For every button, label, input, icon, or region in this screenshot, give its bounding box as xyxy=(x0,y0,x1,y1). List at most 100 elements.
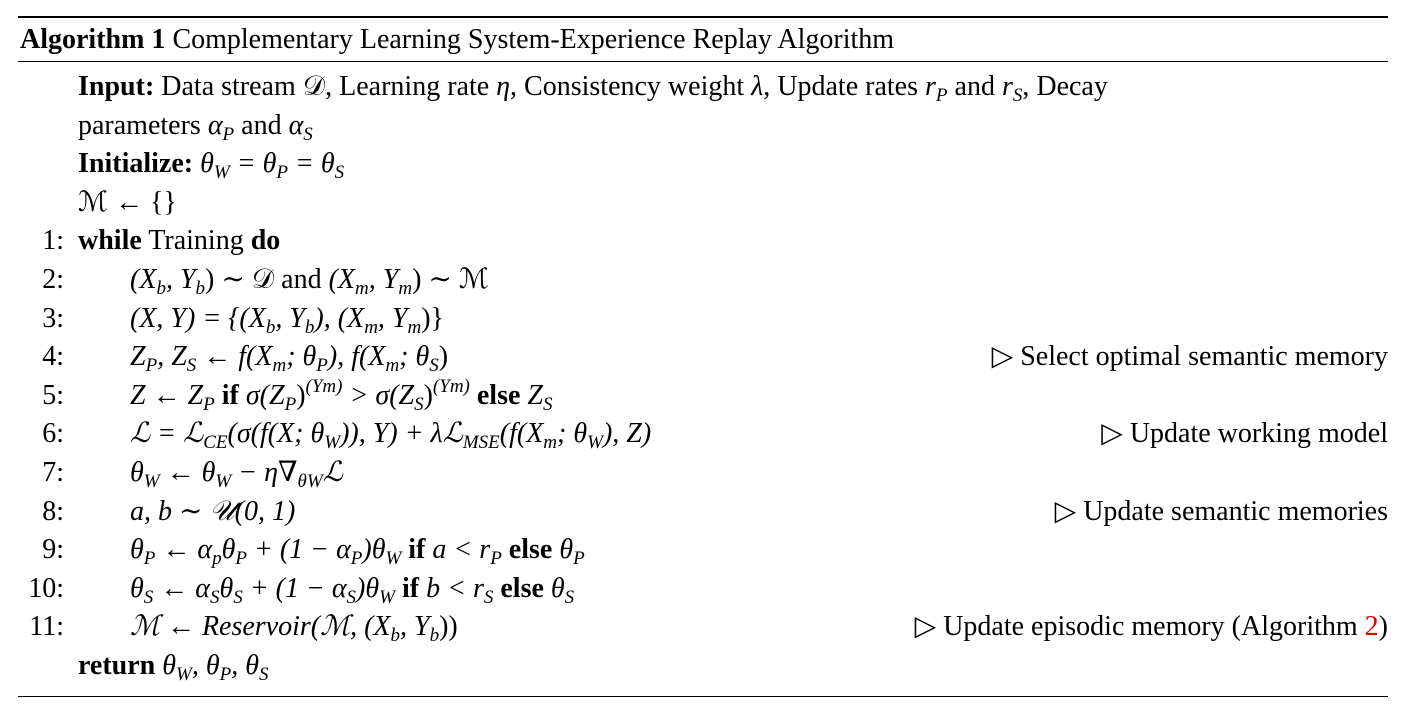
expression-part: P xyxy=(276,162,288,184)
expression-part: θ xyxy=(193,148,214,180)
expression-part: ) xyxy=(423,379,433,411)
expression-part: ℒ xyxy=(322,456,343,488)
expression-part: , Y xyxy=(368,263,399,295)
expression-part: S xyxy=(209,586,220,608)
expression-part: (σ(f(X; θ xyxy=(227,418,325,450)
keyword: while xyxy=(78,225,142,257)
expression-part: Data stream xyxy=(154,71,303,102)
algorithm-label: Algorithm 1 xyxy=(20,24,166,55)
expression-part: b xyxy=(390,625,401,647)
expression-part: a, b ∼ 𝒰(0, 1) xyxy=(130,495,296,527)
keyword: return xyxy=(78,649,156,681)
expression-part: θ xyxy=(130,534,144,566)
keyword: if xyxy=(394,572,427,604)
expression-part: ← α xyxy=(153,572,210,604)
line-content: a, b ∼ 𝒰(0, 1) xyxy=(130,493,295,532)
expression-part: P xyxy=(219,663,232,685)
expression-part: Z xyxy=(130,341,146,373)
keyword: else xyxy=(501,534,560,566)
title-rule xyxy=(18,61,1388,62)
expression-part: P xyxy=(573,548,585,570)
expression-part: )), Y) + λℒ xyxy=(340,418,463,450)
algorithm-line: 8:a, b ∼ 𝒰(0, 1)▷ Update semantic memori… xyxy=(0,493,1388,532)
expression-part: )} xyxy=(421,302,444,334)
expression-part: θ xyxy=(559,534,574,566)
expression-part: , Y xyxy=(275,302,305,334)
expression-part: S xyxy=(1012,85,1023,106)
expression-part: , Y xyxy=(165,263,196,295)
expression-part: r xyxy=(1001,71,1013,102)
expression-part: ) xyxy=(438,341,449,373)
expression-part: Training xyxy=(141,225,251,257)
expression-part: ℳ ← {} xyxy=(78,186,177,218)
expression-part: (X xyxy=(130,263,157,295)
expression-part: m xyxy=(272,355,287,377)
expression-part: (Ym) xyxy=(432,375,470,397)
expression-part: S xyxy=(186,355,197,377)
line-number: 1: xyxy=(42,225,64,257)
expression-part: , Consistency weight xyxy=(510,71,752,102)
expression-part: θ xyxy=(130,456,144,488)
algorithm-line: 7:θW ← θW − η∇θWℒ xyxy=(0,454,1388,493)
expression-part: (X, Y) = {(X xyxy=(130,302,266,334)
line-number: 3: xyxy=(42,302,64,334)
expression-part: W xyxy=(587,432,603,454)
algorithm-line: 6:ℒ = ℒCE(σ(f(X; θW)), Y) + λℒMSE(f(Xm; … xyxy=(0,415,1388,454)
expression-part: θ xyxy=(221,534,236,566)
expression-part: P xyxy=(235,548,247,570)
line-number: 6: xyxy=(42,418,64,450)
line-content: (X, Y) = {(Xb, Yb), (Xm, Ym)} xyxy=(130,300,444,339)
line-number: 10: xyxy=(28,572,64,604)
expression-part: , Y xyxy=(400,611,430,643)
line-content: Input: Data stream 𝒟, Learning rate η, C… xyxy=(78,68,1108,107)
line-content: while Training do xyxy=(78,222,280,261)
expression-part: σ(Z xyxy=(245,379,285,411)
algorithm-line: 4:ZP, ZS ← f(Xm; θP), f(Xm; θS)▷ Select … xyxy=(0,338,1388,377)
expression-part: P xyxy=(143,548,156,570)
expression-part: S xyxy=(303,123,313,145)
algorithm-line: parameters αP and αS xyxy=(0,107,1388,146)
expression-part: CE xyxy=(203,432,228,454)
expression-part: S xyxy=(334,162,345,184)
expression-part: , θ xyxy=(191,649,220,681)
line-content: ℳ ← {} xyxy=(78,184,177,223)
expression-part: − η∇ xyxy=(231,456,298,488)
expression-part: Z ← Z xyxy=(130,379,204,411)
expression-part: θ xyxy=(155,649,177,681)
keyword: Initialize: xyxy=(78,148,194,180)
line-comment: ▷ Select optimal semantic memory xyxy=(992,338,1388,377)
line-content: ℒ = ℒCE(σ(f(X; θW)), Y) + λℒMSE(f(Xm; θW… xyxy=(130,415,651,454)
expression-part: ) xyxy=(296,379,306,411)
expression-part: α xyxy=(288,109,304,141)
line-number: 9: xyxy=(42,534,64,566)
expression-part: , Decay xyxy=(1022,71,1108,102)
expression-part: W xyxy=(215,470,232,492)
expression-part: W xyxy=(213,162,230,184)
expression-part: (Ym) xyxy=(305,375,343,397)
expression-part: ) ∼ 𝒟 xyxy=(205,263,275,295)
expression-part: )) xyxy=(439,611,458,643)
expression-part: , θ xyxy=(231,649,259,681)
expression-part: , Learning rate xyxy=(325,71,497,102)
algorithm-line: return θW, θP, θS xyxy=(0,647,1388,686)
algorithm-line: Input: Data stream 𝒟, Learning rate η, C… xyxy=(0,68,1388,107)
expression-part: , Y xyxy=(377,302,408,334)
expression-part: ), (X xyxy=(314,302,365,334)
line-content: return θW, θP, θS xyxy=(78,647,268,686)
expression-part: and xyxy=(234,109,289,141)
expression-part: P xyxy=(203,393,215,415)
line-number: 5: xyxy=(42,379,64,411)
algorithm-reference-link[interactable]: 2 xyxy=(1364,611,1379,643)
keyword: if xyxy=(401,534,433,566)
expression-part: )θ xyxy=(356,572,380,604)
expression-part: W xyxy=(379,586,395,608)
expression-part: S xyxy=(233,586,243,608)
algorithm-line: Initialize: θW = θP = θS xyxy=(0,145,1388,184)
comment-text: ▷ Update semantic memories xyxy=(1054,495,1388,527)
expression-part: m xyxy=(355,277,369,299)
expression-part: P xyxy=(284,393,297,415)
expression-part: + (1 − α xyxy=(242,572,347,604)
line-content: parameters αP and αS xyxy=(78,107,313,146)
expression-part: b xyxy=(156,277,166,299)
expression-part: = θ xyxy=(229,148,277,180)
